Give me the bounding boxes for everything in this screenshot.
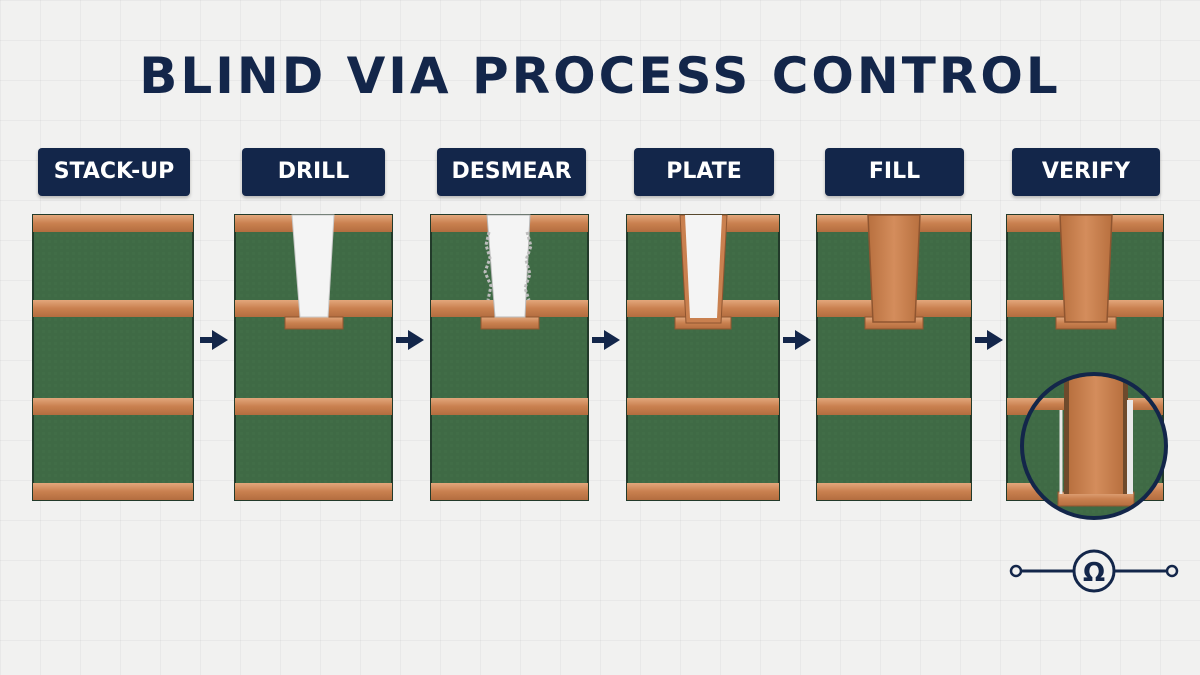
arrow-right-icon: [592, 330, 620, 350]
ohm-symbol: Ω: [1083, 558, 1105, 588]
arrow-right-icon: [783, 330, 811, 350]
step-label-stack-up: STACK-UP: [38, 148, 190, 196]
arrow-right-icon: [396, 330, 424, 350]
step-label-fill: FILL: [825, 148, 964, 196]
panel-stack-up: [32, 214, 194, 501]
step-label-plate: PLATE: [634, 148, 774, 196]
ohm-meter-icon: Ω: [1009, 549, 1179, 593]
step-label-drill: DRILL: [242, 148, 385, 196]
magnified-detail-icon: [1020, 372, 1168, 520]
panel-desmear: [430, 214, 589, 501]
panel-drill: [234, 214, 393, 501]
panel-plate: [626, 214, 780, 501]
step-label-desmear: DESMEAR: [437, 148, 586, 196]
page-title: BLIND VIA PROCESS CONTROL: [139, 47, 1061, 105]
panel-fill: [816, 214, 972, 501]
step-label-verify: VERIFY: [1012, 148, 1160, 196]
arrow-right-icon: [975, 330, 1003, 350]
arrow-right-icon: [200, 330, 228, 350]
